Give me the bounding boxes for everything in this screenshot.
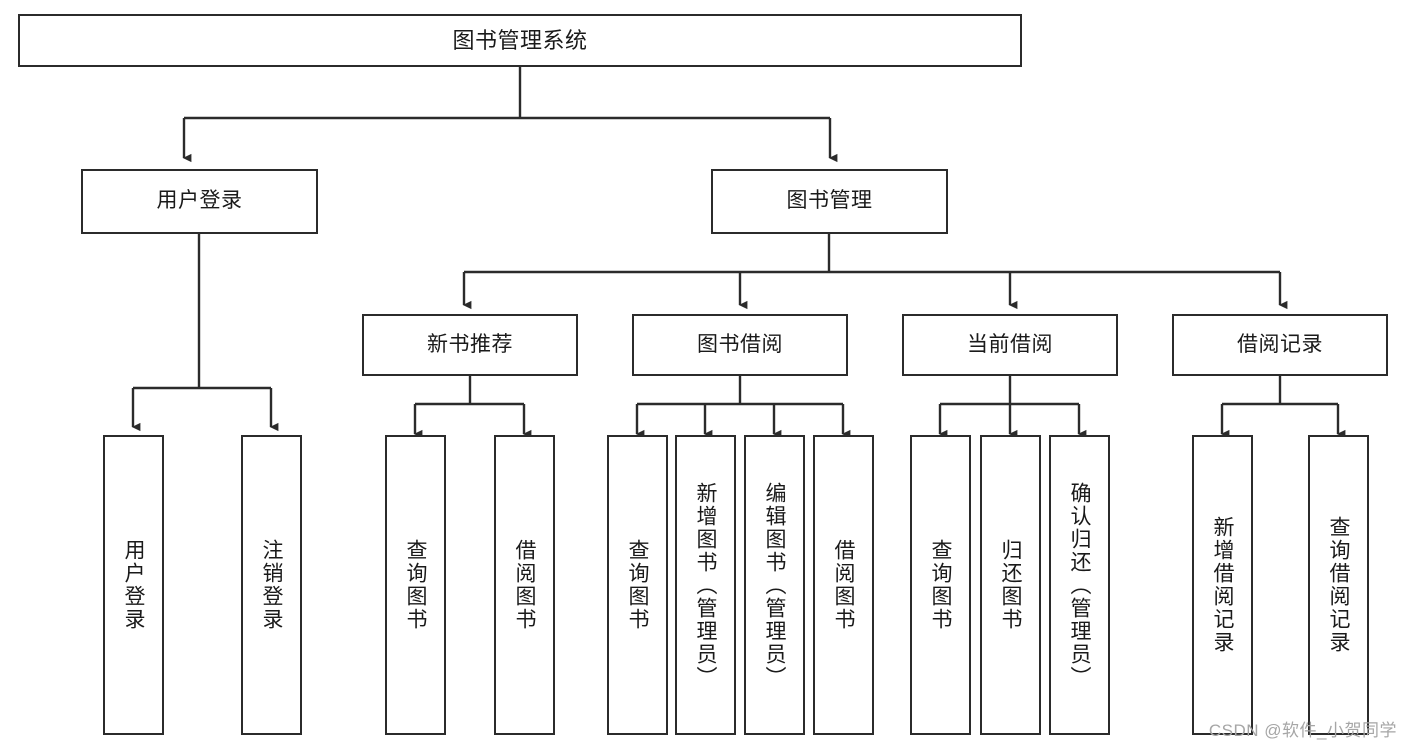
watermark-text: CSDN @软件_小贺同学 bbox=[1208, 721, 1397, 740]
node-new-book-recommendation[interactable]: 新书推荐 bbox=[362, 314, 578, 376]
node-label: 借阅记录 bbox=[1237, 332, 1323, 356]
node-label: 归还图书 bbox=[999, 539, 1022, 631]
node-label: 查询借阅记录 bbox=[1327, 516, 1350, 654]
node-label: 借阅图书 bbox=[832, 539, 855, 631]
leaf-user-login-signin[interactable]: 用户登录 bbox=[103, 435, 164, 735]
node-book-borrowing[interactable]: 图书借阅 bbox=[632, 314, 848, 376]
leaf-borrow-query-book[interactable]: 查询图书 bbox=[607, 435, 668, 735]
leaf-records-query-record[interactable]: 查询借阅记录 bbox=[1308, 435, 1369, 735]
node-label: 查询图书 bbox=[404, 539, 427, 631]
node-label: 注销登录 bbox=[260, 539, 283, 631]
leaf-new-books-borrow[interactable]: 借阅图书 bbox=[494, 435, 555, 735]
node-book-management[interactable]: 图书管理 bbox=[711, 169, 948, 234]
node-label: 当前借阅 bbox=[967, 332, 1053, 356]
node-label: 查询图书 bbox=[929, 539, 952, 631]
leaf-borrow-edit-book-admin[interactable]: 编辑图书（管理员） bbox=[744, 435, 805, 735]
node-current-borrowing[interactable]: 当前借阅 bbox=[902, 314, 1118, 376]
leaf-records-add-record[interactable]: 新增借阅记录 bbox=[1192, 435, 1253, 735]
node-label: 确认归还（管理员） bbox=[1068, 481, 1091, 689]
node-label: 新增图书（管理员） bbox=[694, 481, 717, 689]
leaf-current-confirm-return-admin[interactable]: 确认归还（管理员） bbox=[1049, 435, 1110, 735]
node-label: 借阅图书 bbox=[513, 539, 536, 631]
node-label: 新增借阅记录 bbox=[1211, 516, 1234, 654]
leaf-current-query-book[interactable]: 查询图书 bbox=[910, 435, 971, 735]
node-label: 查询图书 bbox=[626, 539, 649, 631]
node-label: 图书管理系统 bbox=[452, 27, 588, 53]
node-label: 用户登录 bbox=[156, 189, 243, 213]
node-label: 新书推荐 bbox=[427, 332, 513, 356]
leaf-current-return-book[interactable]: 归还图书 bbox=[980, 435, 1041, 735]
node-label: 图书管理 bbox=[786, 189, 873, 213]
node-label: 用户登录 bbox=[122, 539, 145, 631]
node-user-login[interactable]: 用户登录 bbox=[81, 169, 318, 234]
leaf-user-login-signout[interactable]: 注销登录 bbox=[241, 435, 302, 735]
leaf-borrow-add-book-admin[interactable]: 新增图书（管理员） bbox=[675, 435, 736, 735]
leaf-new-books-query[interactable]: 查询图书 bbox=[385, 435, 446, 735]
node-label: 编辑图书（管理员） bbox=[763, 481, 786, 689]
node-root-system[interactable]: 图书管理系统 bbox=[18, 14, 1022, 67]
node-borrowing-records[interactable]: 借阅记录 bbox=[1172, 314, 1388, 376]
node-label: 图书借阅 bbox=[697, 332, 783, 356]
leaf-borrow-borrow-book[interactable]: 借阅图书 bbox=[813, 435, 874, 735]
